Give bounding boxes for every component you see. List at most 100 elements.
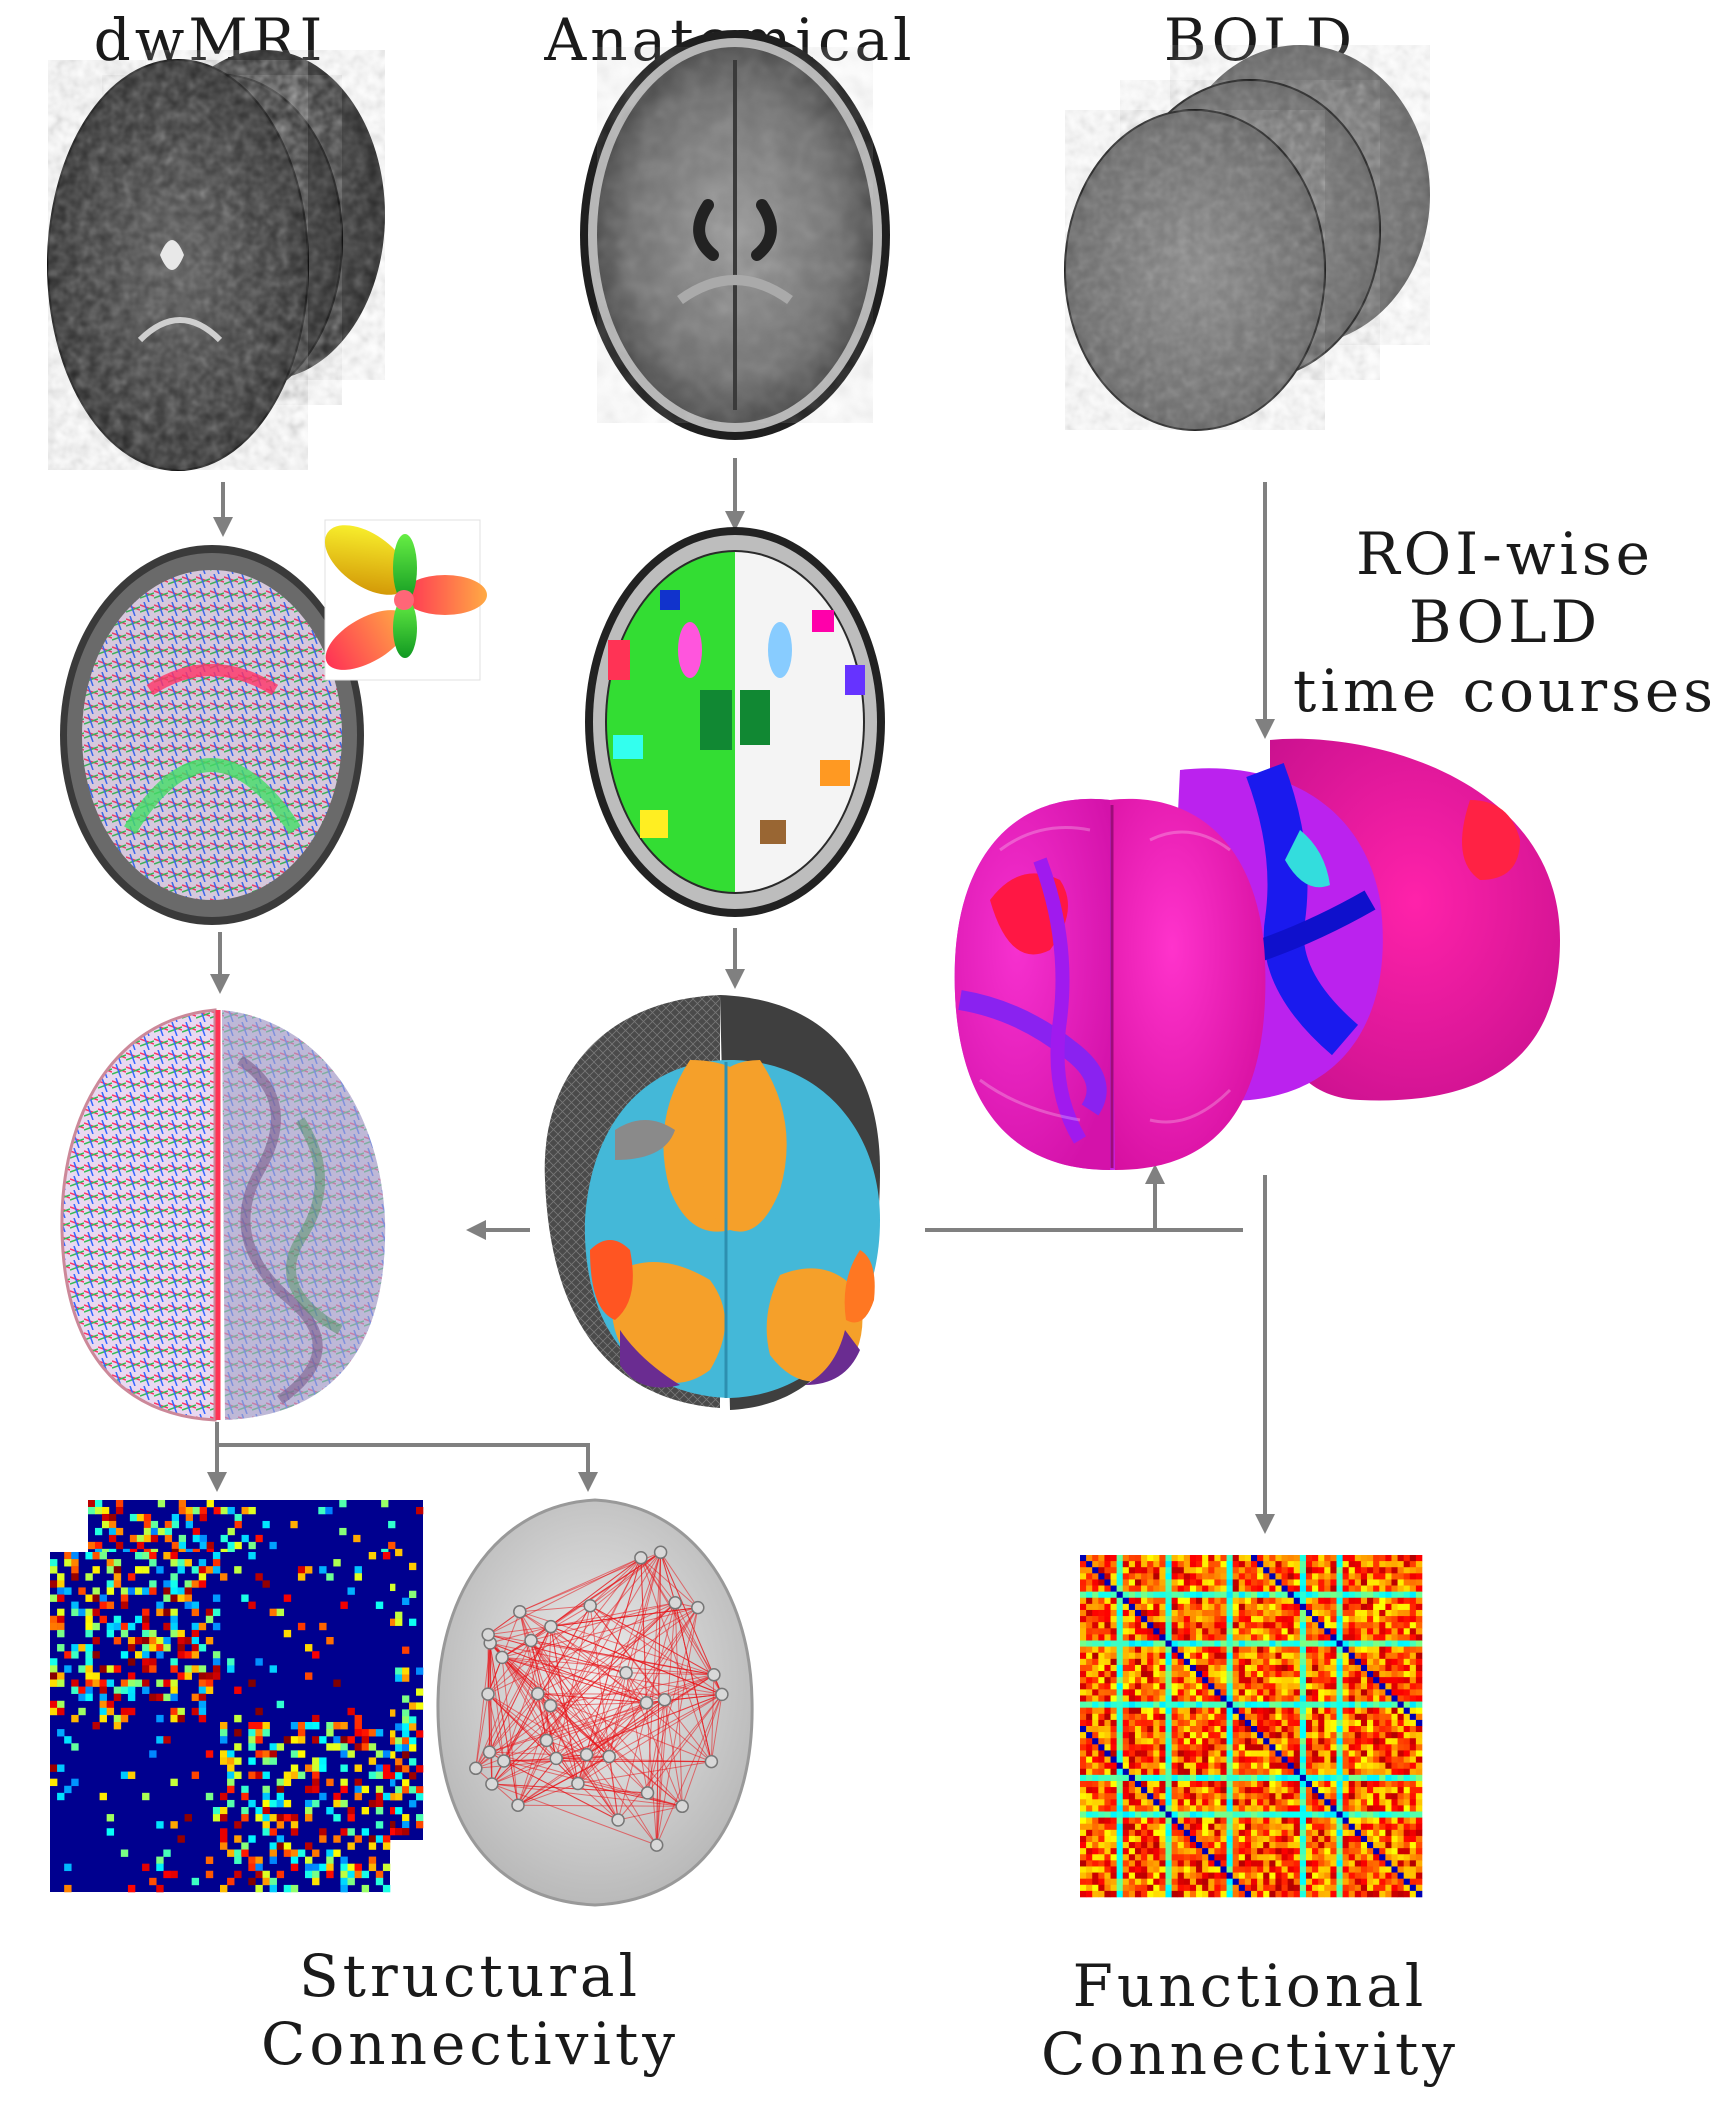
fc-matrix-cell xyxy=(1312,1805,1319,1812)
sc-matrix-front-cell xyxy=(184,1580,192,1588)
fc-matrix-cell xyxy=(1189,1884,1197,1892)
fc-matrix-cell xyxy=(1110,1890,1117,1898)
fc-matrix-cell xyxy=(1244,1671,1252,1678)
sc-matrix-back-cell xyxy=(388,1779,396,1787)
sc-matrix-front-cell xyxy=(368,1552,377,1560)
fc-matrix-cell xyxy=(1312,1787,1319,1794)
fc-matrix-cell xyxy=(1208,1683,1215,1690)
fc-matrix-cell xyxy=(1189,1652,1197,1660)
sc-matrix-front-cell xyxy=(276,1814,285,1822)
fc-matrix-cell xyxy=(1196,1646,1203,1654)
sc-matrix-front-cell xyxy=(269,1743,277,1751)
fc-matrix-cell xyxy=(1299,1616,1307,1623)
fc-matrix-cell xyxy=(1336,1597,1343,1605)
fc-matrix-cell xyxy=(1147,1658,1154,1666)
fc-matrix-cell xyxy=(1257,1695,1264,1702)
fc-matrix-cell xyxy=(1208,1573,1215,1580)
fc-matrix-cell xyxy=(1342,1689,1350,1696)
sc-matrix-front-cell xyxy=(156,1601,164,1609)
graph-edge xyxy=(617,1805,683,1821)
fc-matrix-cell xyxy=(1287,1597,1295,1605)
fc-matrix-cell xyxy=(1226,1622,1233,1629)
sc-matrix-front-cell xyxy=(333,1559,341,1567)
sc-matrix-front-cell xyxy=(347,1736,355,1744)
fc-matrix-cell xyxy=(1171,1701,1179,1708)
fc-matrix-cell xyxy=(1287,1713,1295,1721)
fc-matrix-cell xyxy=(1189,1555,1197,1562)
fc-matrix-cell xyxy=(1397,1616,1404,1623)
fc-matrix-cell xyxy=(1128,1811,1136,1818)
fc-matrix-cell xyxy=(1263,1787,1270,1794)
fc-matrix-cell xyxy=(1092,1646,1099,1654)
fc-matrix-cell xyxy=(1293,1689,1301,1696)
sc-matrix-front-cell xyxy=(156,1714,164,1723)
fc-matrix-cell xyxy=(1385,1823,1392,1831)
sc-matrix-front-cell xyxy=(368,1771,377,1779)
fc-matrix-cell xyxy=(1293,1817,1301,1825)
fc-matrix-cell xyxy=(1177,1634,1185,1641)
sc-matrix-back-cell xyxy=(388,1520,396,1529)
fc-matrix-cell xyxy=(1141,1567,1148,1574)
fc-matrix-cell xyxy=(1348,1878,1356,1886)
fc-matrix-cell xyxy=(1373,1762,1380,1770)
fc-matrix-cell xyxy=(1403,1842,1411,1849)
fc-matrix-cell xyxy=(1403,1561,1411,1568)
fc-matrix-cell xyxy=(1122,1799,1130,1806)
fc-matrix-cell xyxy=(1373,1768,1380,1776)
fc-matrix-cell xyxy=(1238,1646,1246,1654)
fc-matrix-cell xyxy=(1165,1738,1172,1745)
fc-matrix-cell xyxy=(1086,1628,1093,1635)
fc-matrix-cell xyxy=(1373,1799,1380,1806)
fc-matrix-cell xyxy=(1232,1829,1240,1837)
fc-matrix-cell xyxy=(1373,1707,1380,1715)
fc-matrix-cell xyxy=(1104,1805,1111,1812)
fc-matrix-cell xyxy=(1232,1860,1240,1867)
fc-matrix-cell xyxy=(1251,1878,1258,1886)
sc-matrix-front-cell xyxy=(347,1750,355,1758)
fc-matrix-cell xyxy=(1281,1817,1288,1825)
fc-matrix-cell xyxy=(1281,1701,1288,1708)
fc-matrix-cell xyxy=(1312,1561,1319,1568)
fc-matrix-cell xyxy=(1226,1793,1233,1800)
fc-matrix-cell xyxy=(1080,1842,1087,1849)
sc-matrix-front-cell xyxy=(149,1637,157,1645)
fc-matrix-cell xyxy=(1318,1634,1325,1641)
fc-matrix-cell xyxy=(1122,1689,1130,1696)
fc-matrix-cell xyxy=(1165,1683,1172,1690)
sc-matrix-front-cell xyxy=(198,1679,207,1687)
fc-matrix-cell xyxy=(1134,1860,1142,1867)
sc-matrix-front-cell xyxy=(227,1658,235,1666)
fc-matrix-cell xyxy=(1165,1579,1172,1586)
fc-matrix-cell xyxy=(1348,1872,1356,1879)
fc-matrix-cell xyxy=(1360,1805,1368,1812)
sc-matrix-front-cell xyxy=(269,1665,277,1673)
fc-matrix-cell xyxy=(1171,1603,1179,1611)
roi-bold-surface-brains xyxy=(954,738,1560,1170)
fc-matrix-cell xyxy=(1305,1890,1313,1898)
sc-matrix-front-cell xyxy=(106,1566,115,1574)
sc-matrix-back-cell xyxy=(157,1527,166,1536)
fc-matrix-cell xyxy=(1269,1555,1276,1562)
parcellation-slice xyxy=(585,527,885,917)
fc-matrix-cell xyxy=(1098,1878,1105,1886)
fc-matrix-cell xyxy=(1263,1823,1270,1831)
sc-matrix-front-cell xyxy=(255,1573,263,1581)
fc-matrix-cell xyxy=(1391,1567,1398,1574)
fc-matrix-cell xyxy=(1122,1561,1130,1568)
fc-matrix-cell xyxy=(1275,1573,1282,1580)
fc-matrix-cell xyxy=(1238,1597,1246,1605)
fc-matrix-cell xyxy=(1177,1664,1185,1672)
fc-matrix-cell xyxy=(1226,1835,1233,1843)
sc-matrix-back-cell xyxy=(402,1695,410,1703)
fc-matrix-cell xyxy=(1122,1622,1130,1629)
fc-matrix-cell xyxy=(1086,1890,1093,1898)
fc-matrix-cell xyxy=(1354,1842,1362,1849)
fc-matrix-cell xyxy=(1403,1683,1411,1690)
sc-matrix-back-cell xyxy=(220,1506,228,1515)
fc-matrix-cell xyxy=(1238,1750,1246,1757)
fc-matrix-cell xyxy=(1147,1713,1154,1721)
fc-matrix-cell xyxy=(1220,1780,1227,1788)
fc-matrix-cell xyxy=(1318,1664,1325,1672)
fc-matrix-cell xyxy=(1202,1683,1209,1690)
fc-matrix-cell xyxy=(1269,1811,1276,1818)
